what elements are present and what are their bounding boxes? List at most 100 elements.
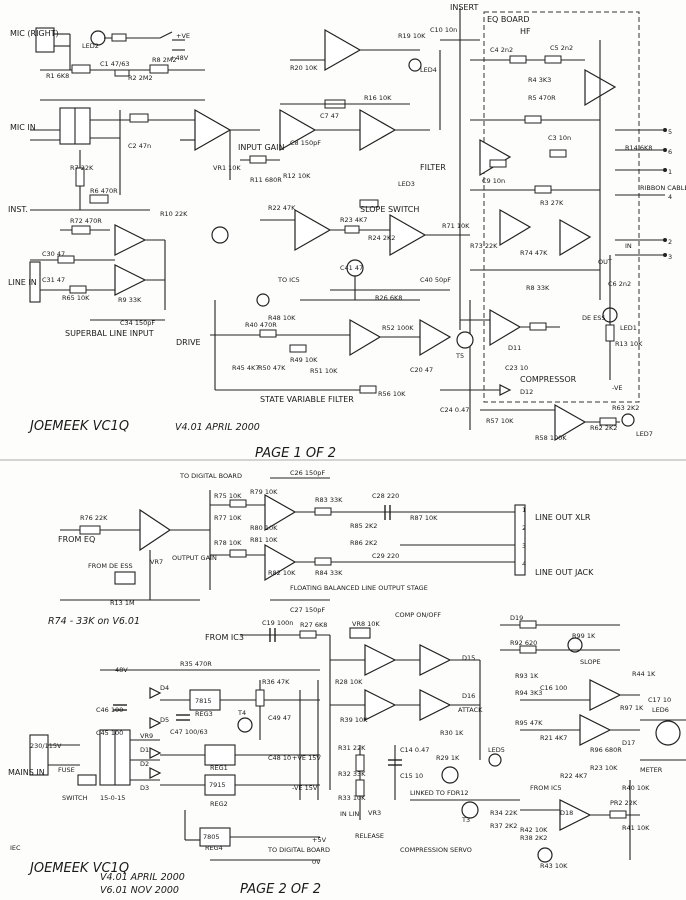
label-fuse: FUSE [58, 766, 75, 774]
part-label: R94 3K3 [515, 689, 542, 697]
part-label: R4 3K3 [528, 76, 551, 84]
label-meter: METER [640, 766, 663, 774]
part-label: D12 [520, 388, 533, 396]
part-label: D4 [160, 684, 169, 692]
label-to-digital: TO DIGITAL BOARD [179, 472, 242, 480]
label-in: IN [625, 242, 632, 250]
label-release: RELEASE [355, 832, 384, 840]
part-label: R30 1K [440, 729, 464, 737]
part-label: C24 0.47 [440, 406, 469, 414]
label-out: OUT [598, 258, 612, 266]
part-label: C1 47/63 [100, 60, 129, 68]
part-label: VR9 [140, 732, 153, 740]
part-label: R40 470R [245, 321, 277, 329]
label-48v: +48V [170, 54, 189, 62]
part-label: R45 4K7 [232, 364, 259, 372]
part-label: R34 22K [490, 809, 518, 817]
part-label: C16 100 [540, 684, 567, 692]
label-to-ic5: TO IC5 [277, 276, 300, 284]
part-label: 7805 [203, 833, 220, 841]
part-label: R99 1K [572, 632, 596, 640]
part-label: C4 2n2 [490, 46, 513, 54]
label-slope: SLOPE [580, 658, 601, 666]
part-label: D15 [462, 654, 475, 662]
part-label: D18 [560, 809, 573, 817]
label-0v: 0V [312, 858, 321, 866]
label-from-de-ess: FROM DE ESS [88, 562, 133, 570]
page1-title: JOEMEEK VC1Q [27, 419, 129, 434]
part-label: R28 10K [335, 678, 363, 686]
part-label: REG2 [210, 800, 228, 808]
part-label: R86 2K2 [350, 539, 377, 547]
page2-note: R74 - 33K on V6.01 [48, 616, 140, 627]
page1-text: MIC (RIGHT) MIC IN INST. LINE IN SUPERBA… [8, 3, 686, 461]
part-label: R83 33K [315, 496, 343, 504]
label-compressor: COMPRESSOR [520, 375, 577, 384]
part-label: R56 10K [378, 390, 406, 398]
part-label: C5 2n2 [550, 44, 573, 52]
label-from-eq: FROM EQ [58, 535, 95, 544]
label-mic-in: MIC IN [10, 123, 36, 132]
label-15m: -VE 15V [292, 784, 318, 792]
part-label: R10 22K [160, 210, 188, 218]
part-label: LED4 [420, 66, 437, 74]
part-label: C29 220 [372, 552, 399, 560]
part-label: C2 47n [128, 142, 151, 150]
part-label: R44 1K [632, 670, 656, 678]
part-label: D1 [140, 746, 149, 754]
label-floating: FLOATING BALANCED LINE OUTPUT STAGE [290, 584, 428, 592]
part-label: C27 150pF [290, 606, 325, 614]
part-label: T3 [461, 816, 470, 824]
part-label: R6 470R [90, 187, 118, 195]
part-label: R58 100K [535, 434, 567, 442]
part-label: REG1 [210, 764, 228, 772]
part-label: R80 10K [250, 524, 278, 532]
part-label: 7915 [209, 781, 226, 789]
part-label: R13 1M [110, 599, 135, 607]
label-iec: IEC [10, 844, 21, 852]
part-label: R35 470R [180, 660, 212, 668]
part-label: R22 47K [268, 204, 296, 212]
part-label: LED5 [488, 746, 505, 754]
part-label: D19 [510, 614, 523, 622]
page2-wiring [29, 477, 686, 863]
part-label: R81 10K [250, 536, 278, 544]
part-label: R51 10K [310, 367, 338, 375]
part-label: T4 [237, 709, 246, 717]
part-label: R97 1K [620, 704, 644, 712]
part-label: D5 [160, 716, 169, 724]
pin-label: 4 [522, 560, 526, 568]
label-mic-right: MIC (RIGHT) [10, 29, 59, 38]
label-eq-board: EQ BOARD [487, 15, 530, 24]
part-label: R11 680R [250, 176, 282, 184]
part-label: C40 50pF [420, 276, 451, 284]
part-label: R49 10K [290, 356, 318, 364]
part-label: LED3 [398, 180, 415, 188]
part-label: R2 2M2 [128, 74, 153, 82]
part-label: D2 [140, 760, 149, 768]
part-label: R42 10K [520, 826, 548, 834]
label-comp-onoff: COMP ON/OFF [395, 611, 441, 619]
label-from-ic5: FROM IC5 [530, 784, 562, 792]
part-label: R26 6K8 [375, 294, 402, 302]
part-label: D11 [508, 344, 521, 352]
label-5v: +5V [312, 836, 327, 844]
part-label: R16 10K [364, 94, 392, 102]
label-voltage: 230/115V [30, 742, 62, 750]
part-label: R82 10K [268, 569, 296, 577]
part-label: R95 47K [515, 719, 543, 727]
part-label: REG4 [205, 844, 223, 852]
page1-wiring [29, 8, 667, 442]
part-label: C20 47 [410, 366, 433, 374]
pin-label: 1 [668, 168, 672, 176]
label-ribbon-cable: RIBBON CABLE [640, 184, 686, 192]
part-label: VR8 10K [352, 620, 380, 628]
part-label: R52 100K [382, 324, 414, 332]
label-filter: FILTER [420, 163, 446, 172]
part-label: R31 22K [338, 744, 366, 752]
part-label: C15 10 [400, 772, 423, 780]
label-vplus: +VE [176, 32, 190, 40]
part-label: R33 10K [338, 794, 366, 802]
part-label: R40 10K [622, 784, 650, 792]
